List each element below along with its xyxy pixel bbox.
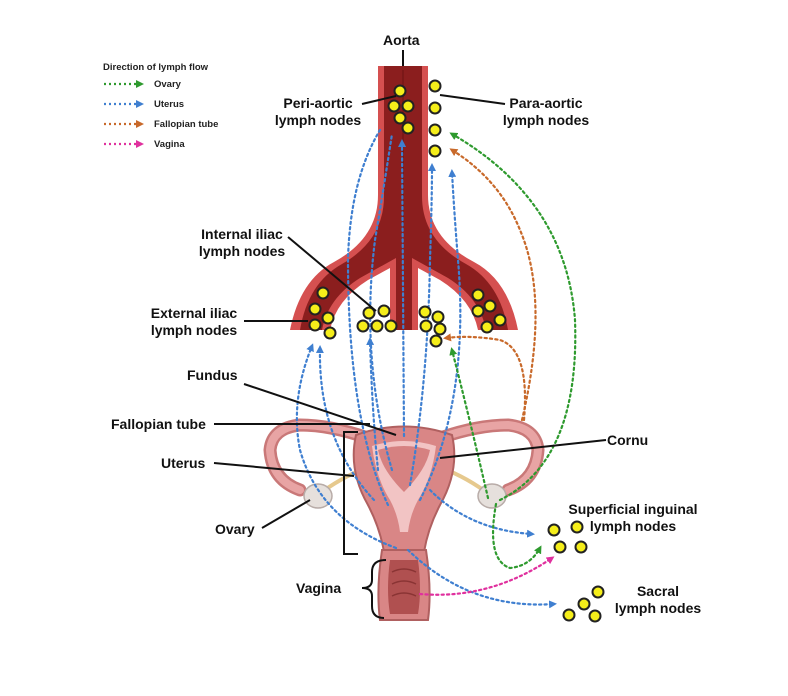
left-ovary: [303, 483, 333, 509]
label-external-iliac-line2: lymph nodes: [150, 322, 238, 338]
label-cornu: Cornu: [607, 432, 649, 448]
label-sacral-line2: lymph nodes: [614, 600, 702, 616]
blue-arrow-icon: [104, 100, 144, 108]
label-fundus: Fundus: [187, 367, 238, 383]
right-ovary: [477, 483, 507, 509]
fallopian-flow-lines: [443, 148, 537, 422]
label-superficial-inguinal-line1: Superficial inguinal: [568, 501, 698, 517]
label-sacral-line1: Sacral: [636, 583, 680, 599]
label-fallopian-tube: Fallopian tube: [111, 416, 206, 432]
label-internal-iliac: Internal iliac lymph nodes: [188, 226, 296, 260]
label-para-aortic: Para-aortic lymph nodes: [497, 95, 595, 129]
legend-label-fallopian-tube: Fallopian tube: [154, 119, 219, 130]
legend-title: Direction of lymph flow: [103, 62, 209, 73]
peri-aortic-lymph-nodes: [387, 84, 415, 135]
external-iliac-lymph-nodes-left: [308, 286, 337, 340]
label-external-iliac: External iliac lymph nodes: [142, 305, 246, 339]
legend-label-uterus: Uterus: [154, 99, 185, 110]
label-superficial-inguinal-line2: lymph nodes: [589, 518, 677, 534]
external-iliac-lymph-nodes-right: [471, 288, 507, 334]
internal-iliac-lymph-nodes-left: [356, 304, 398, 333]
label-para-aortic-line2: lymph nodes: [502, 112, 590, 128]
flow-legend: Direction of lymph flow Ovary Uterus Fal…: [103, 62, 218, 157]
label-external-iliac-line1: External iliac: [150, 305, 238, 321]
leader-lines: [213, 50, 607, 619]
label-peri-aortic-line2: lymph nodes: [274, 112, 362, 128]
label-ovary: Ovary: [215, 521, 255, 537]
uterus-flow-lines: [295, 128, 557, 609]
legend-item-vagina: Vagina: [103, 137, 208, 157]
label-internal-iliac-line1: Internal iliac: [201, 226, 283, 242]
uterus-organ: [263, 418, 545, 621]
legend-item-ovary: Ovary: [103, 77, 208, 97]
label-internal-iliac-line2: lymph nodes: [198, 243, 286, 259]
label-superficial-inguinal: Superficial inguinal lymph nodes: [558, 501, 708, 535]
label-sacral: Sacral lymph nodes: [610, 583, 706, 617]
sacral-lymph-nodes: [562, 585, 605, 623]
label-peri-aortic: Peri-aortic lymph nodes: [272, 95, 364, 129]
label-uterus: Uterus: [161, 455, 206, 471]
legend-item-fallopian-tube: Fallopian tube: [103, 117, 218, 137]
legend-item-uterus: Uterus: [103, 97, 208, 117]
label-vagina: Vagina: [296, 580, 342, 596]
superficial-inguinal-lymph-nodes: [547, 520, 588, 554]
pink-arrow-icon: [104, 140, 144, 148]
internal-iliac-lymph-nodes-right: [418, 305, 447, 348]
orange-arrow-icon: [104, 120, 144, 128]
ovary-flow-lines: [449, 132, 577, 570]
vagina-flow-lines: [418, 556, 555, 596]
para-aortic-lymph-nodes: [428, 79, 442, 158]
label-aorta: Aorta: [383, 32, 420, 48]
green-arrow-icon: [104, 80, 144, 88]
label-para-aortic-line1: Para-aortic: [509, 95, 583, 111]
label-peri-aortic-line1: Peri-aortic: [283, 95, 353, 111]
legend-label-vagina: Vagina: [154, 139, 185, 150]
legend-label-ovary: Ovary: [154, 79, 181, 90]
